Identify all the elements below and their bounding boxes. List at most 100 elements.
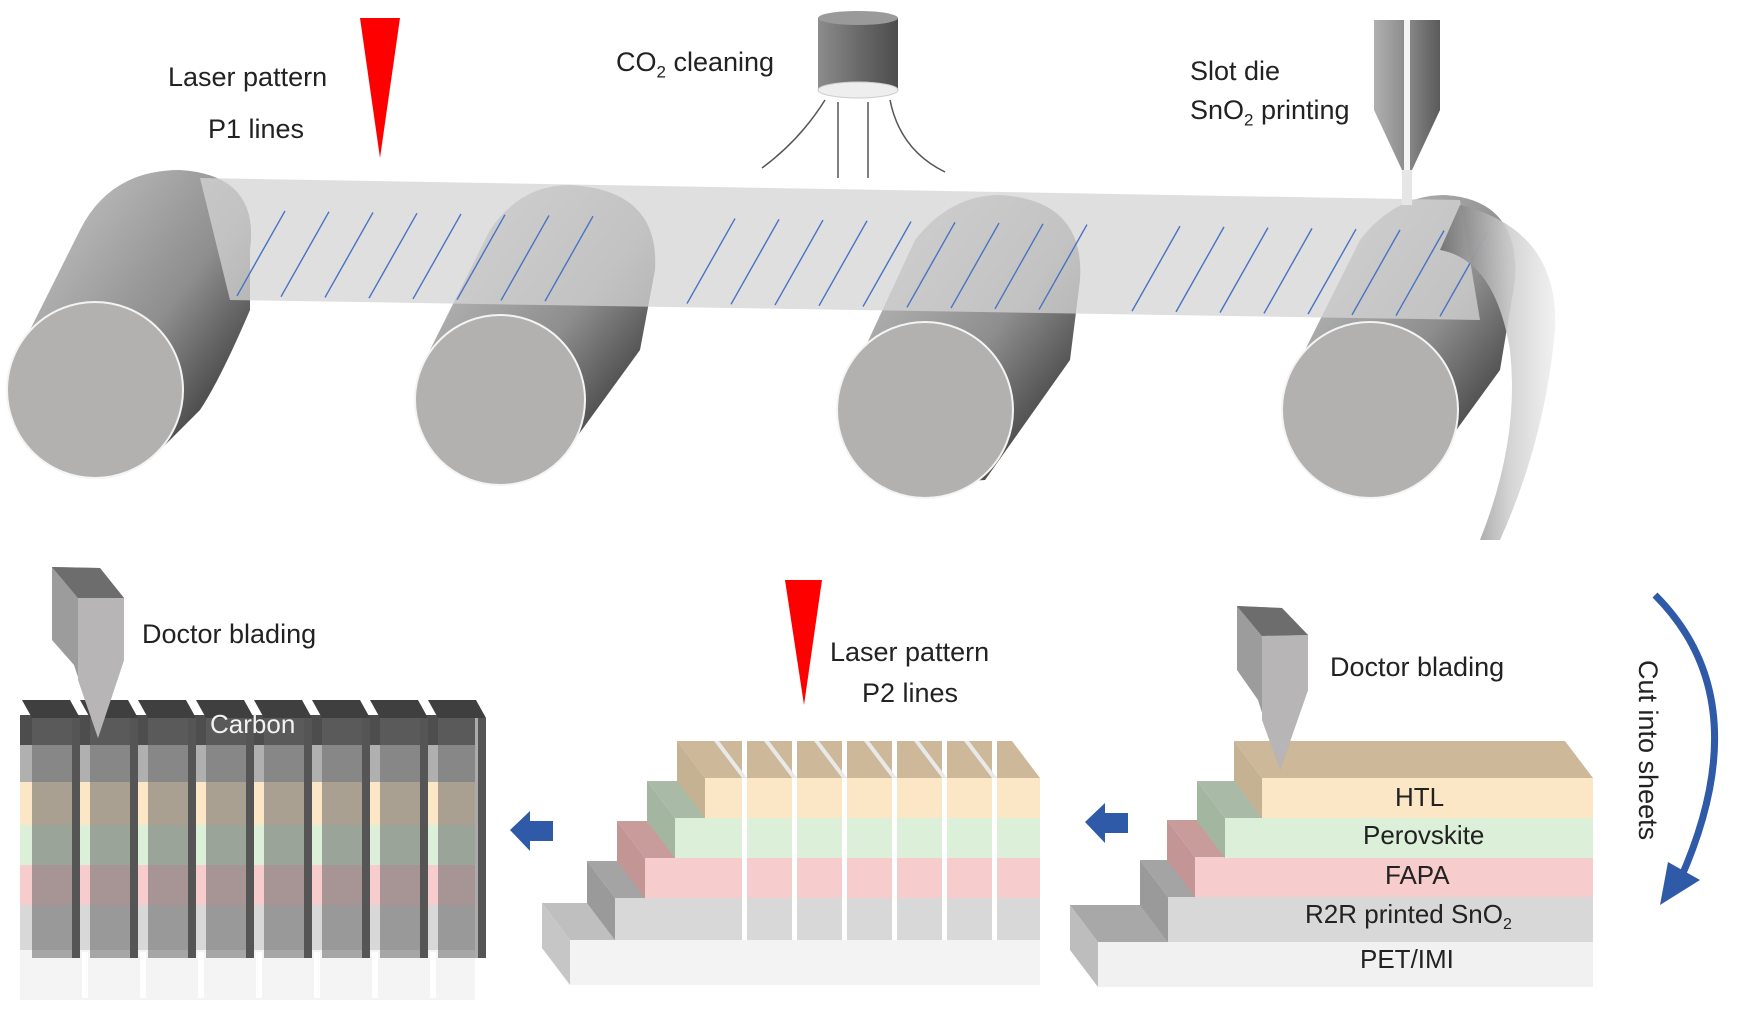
p1-line — [324, 212, 374, 298]
carbon-finger-edge — [362, 718, 370, 958]
p1-line — [950, 222, 1000, 309]
mid-sno2-side — [587, 861, 615, 940]
p1-line — [906, 221, 956, 308]
stack-right — [1070, 741, 1593, 987]
carbon-finger-edge — [304, 718, 312, 958]
p1-line — [1219, 227, 1269, 313]
p2-scribe-top — [764, 741, 797, 778]
p1-line — [818, 220, 868, 307]
carbon-finger-edge — [130, 718, 138, 958]
htl-layer-front — [1262, 778, 1593, 818]
carbon-finger — [322, 718, 368, 958]
substrate-web — [200, 178, 1480, 320]
mid-substrate-side — [542, 903, 570, 985]
substrate-gap — [256, 952, 262, 998]
carbon-text: Carbon — [210, 709, 296, 739]
laser-p1-beam-icon — [360, 18, 400, 158]
web-curl — [1440, 205, 1556, 540]
p2-scribe-top — [914, 741, 947, 778]
p1-line — [1263, 228, 1313, 314]
slot-die-line1: Slot die — [1190, 56, 1281, 86]
substrate-gap — [198, 952, 204, 998]
htl-text: HTL — [1395, 782, 1445, 812]
slot-die-label-2: SnO2 printing — [1190, 95, 1350, 130]
cut-label-text: Cut into sheets — [1633, 660, 1663, 841]
substrate-gap — [372, 952, 378, 998]
substrate-text: PET/IMI — [1360, 944, 1454, 974]
sno2-layer-side — [1140, 860, 1168, 942]
carbon-finger — [264, 718, 310, 958]
doctor-blading-right-text: Doctor blading — [1330, 652, 1505, 682]
cut-into-sheets-label: Cut into sheets — [1632, 660, 1663, 840]
sno2-layer-prefix: R2R printed SnO — [1305, 899, 1503, 929]
htl-layer-top — [1234, 741, 1593, 778]
substrate-gap — [430, 952, 436, 998]
slot-die-label: Slot die — [1190, 56, 1280, 87]
co2-suffix: cleaning — [665, 47, 775, 77]
substrate-layer-front — [1098, 942, 1593, 987]
perovskite-text: Perovskite — [1363, 820, 1485, 850]
carbon-finger-top — [22, 700, 80, 718]
p1-line — [412, 213, 462, 300]
p1-line — [1351, 229, 1401, 316]
p1-line — [456, 214, 506, 301]
mid-htl-side — [677, 741, 705, 818]
carbon-finger — [206, 718, 252, 958]
stack-middle — [542, 730, 1040, 985]
cut-arrow-icon — [1652, 592, 1719, 905]
carbon-finger-top — [196, 700, 254, 718]
doctor-blade-right-icon — [1237, 606, 1308, 770]
p2-scribe-line — [892, 730, 897, 940]
p2-scribe-top — [864, 741, 897, 778]
p1-line — [544, 215, 594, 302]
substrate-gap — [140, 952, 146, 998]
p1-line — [1038, 224, 1088, 310]
fapa-text: FAPA — [1385, 860, 1450, 890]
laser-p1-line2: P1 lines — [208, 114, 305, 144]
fapa-layer-front — [1195, 857, 1593, 897]
perovskite-layer-side — [1197, 781, 1225, 858]
p2-scribe-line — [842, 730, 847, 940]
carbon-finger — [438, 718, 484, 958]
substrate-gap — [82, 952, 88, 998]
p1-line — [236, 210, 286, 297]
sno2-layer-front — [1168, 897, 1593, 942]
p1-line — [994, 223, 1044, 310]
doctor-blade-left-icon — [52, 567, 124, 738]
carbon-finger-edge — [188, 718, 196, 958]
arrow-right-to-middle-icon — [1085, 803, 1128, 843]
substrate-gap — [314, 952, 320, 998]
carbon-finger — [148, 718, 194, 958]
htl-layer-side — [1234, 741, 1262, 818]
fapa-layer-side — [1167, 820, 1195, 897]
p2-scribe-top — [714, 741, 747, 778]
mid-perovskite-front — [675, 818, 1040, 858]
mid-substrate-front — [570, 940, 1040, 985]
p1-line — [1307, 228, 1357, 315]
carbon-finger-top — [254, 700, 312, 718]
perovskite-layer-front — [1225, 818, 1593, 858]
roller-1-face — [6, 301, 184, 479]
p1-line — [1395, 230, 1445, 316]
laser-p2-label-2: P2 lines — [862, 678, 958, 709]
carbon-finger — [380, 718, 426, 958]
p1-line — [280, 211, 330, 298]
mid-htl-front — [705, 778, 1040, 818]
sno2-sub: 2 — [1244, 110, 1254, 130]
p2-scribe-top — [964, 741, 997, 778]
substrate-left — [1070, 905, 1098, 987]
sno2-prefix: SnO — [1190, 95, 1245, 125]
sno2-suffix: printing — [1253, 95, 1350, 125]
doctor-blading-left-text: Doctor blading — [142, 619, 317, 649]
p1-line — [1131, 225, 1181, 312]
laser-p2-beam-icon — [785, 580, 822, 705]
roller-2-face — [414, 314, 586, 486]
p1-line — [368, 212, 418, 299]
doctor-blading-right-label: Doctor blading — [1330, 652, 1504, 683]
p2-scribe-line — [942, 730, 947, 940]
stack-left — [20, 700, 486, 1000]
arrow-middle-to-left-icon — [510, 811, 553, 851]
layer-fapa-label: FAPA — [1385, 860, 1450, 891]
mid-htl-top — [677, 741, 1040, 778]
p1-line — [500, 215, 550, 301]
